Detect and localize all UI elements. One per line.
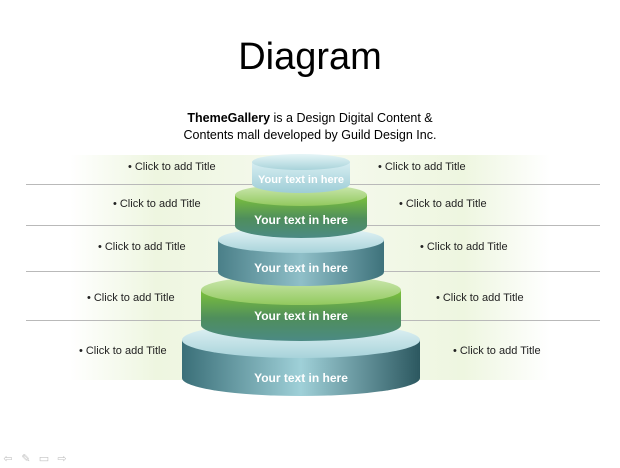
subtitle: ThemeGallery is a Design Digital Content…: [140, 110, 480, 144]
tier-1-text: Your text in here: [258, 174, 344, 186]
right-label-1[interactable]: •Click to add Title: [378, 161, 466, 173]
arrow-right-icon[interactable]: ⇨: [57, 453, 67, 465]
slide-title: Diagram: [238, 36, 382, 78]
tier-3-text: Your text in here: [254, 261, 348, 275]
menu-icon[interactable]: ▭: [38, 453, 50, 465]
left-label-4-text: Click to add Title: [93, 292, 175, 304]
subtitle-line1-rest: is a Design Digital Content &: [270, 111, 433, 125]
arrow-left-icon[interactable]: ⇦: [3, 453, 13, 465]
right-label-4[interactable]: •Click to add Title: [436, 292, 524, 304]
right-label-5-text: Click to add Title: [459, 345, 541, 357]
tier-5-text: Your text in here: [254, 371, 348, 385]
subtitle-brand: ThemeGallery: [187, 111, 271, 125]
left-label-5[interactable]: •Click to add Title: [79, 345, 167, 357]
subtitle-line2: Contents mall developed by Guild Design …: [183, 128, 437, 142]
right-label-3[interactable]: •Click to add Title: [420, 241, 508, 253]
tier-2-text: Your text in here: [254, 213, 348, 227]
left-label-1-text: Click to add Title: [134, 161, 216, 173]
tier-4-text: Your text in here: [254, 309, 348, 323]
right-label-1-text: Click to add Title: [384, 161, 466, 173]
right-label-2-text: Click to add Title: [405, 198, 487, 210]
left-label-2[interactable]: •Click to add Title: [113, 198, 201, 210]
left-label-2-text: Click to add Title: [119, 198, 201, 210]
right-label-4-text: Click to add Title: [442, 292, 524, 304]
pen-icon[interactable]: ✎: [21, 453, 31, 465]
tier-1: Your text in here: [252, 154, 350, 193]
right-label-2[interactable]: •Click to add Title: [399, 198, 487, 210]
slideshow-nav: ⇦ ✎ ▭ ⇨: [2, 452, 68, 466]
left-label-4[interactable]: •Click to add Title: [87, 292, 175, 304]
right-label-5[interactable]: •Click to add Title: [453, 345, 541, 357]
left-label-1[interactable]: •Click to add Title: [128, 161, 216, 173]
left-label-5-text: Click to add Title: [85, 345, 167, 357]
left-label-3[interactable]: •Click to add Title: [98, 241, 186, 253]
left-label-3-text: Click to add Title: [104, 241, 186, 253]
right-label-3-text: Click to add Title: [426, 241, 508, 253]
